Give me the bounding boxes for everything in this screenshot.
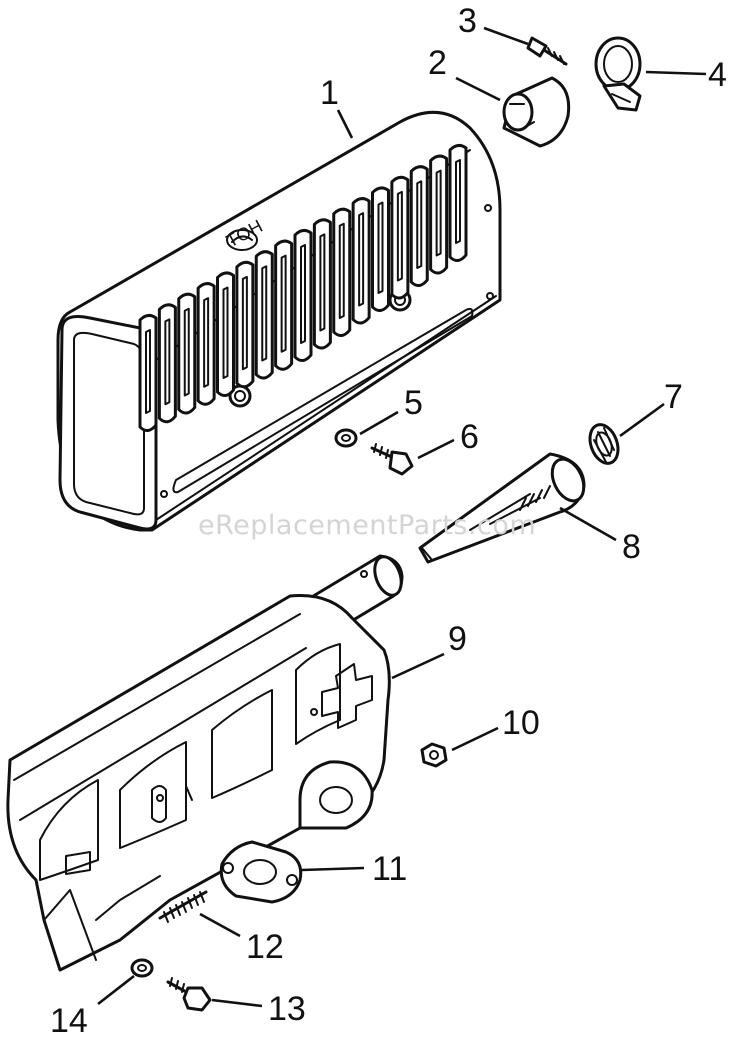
leader-lines <box>97 26 707 1008</box>
cooling-fin <box>371 186 390 312</box>
cooling-fin-slot <box>338 222 345 319</box>
part-14-washer <box>130 958 154 978</box>
cooling-fin <box>177 292 197 415</box>
callout-4: 4 <box>708 56 727 94</box>
cooling-fin <box>429 154 449 275</box>
cooling-fin <box>157 303 177 424</box>
part-4-clamp <box>594 36 642 112</box>
cooling-fin <box>390 175 410 300</box>
callout-6: 6 <box>460 418 479 456</box>
cooling-fin-slot <box>183 307 190 397</box>
part-13-bolt <box>166 977 212 1012</box>
callout-12: 12 <box>246 928 284 966</box>
cooling-fin <box>235 260 255 389</box>
part-10-nut <box>420 742 448 768</box>
callout-1: 1 <box>320 74 339 112</box>
cooling-fin-slot <box>222 286 229 379</box>
cooling-fin-slot <box>241 275 248 371</box>
callout-7: 7 <box>664 378 683 416</box>
part-3-screw <box>526 36 568 66</box>
cooling-fin-slot <box>377 201 384 294</box>
watermark: eReplacementParts.com <box>198 510 536 541</box>
part-7-screen <box>588 423 620 465</box>
callout-8: 8 <box>622 528 641 566</box>
part-2-sleeve <box>502 76 571 148</box>
cooling-fin <box>216 271 235 397</box>
cooling-fin <box>448 143 468 262</box>
callout-14: 14 <box>50 1002 88 1040</box>
cooling-fin <box>254 250 274 380</box>
part-9-muffler <box>6 554 404 972</box>
cooling-fin <box>332 207 352 337</box>
cooling-fin <box>293 228 313 362</box>
cooling-fin-slot <box>435 169 442 257</box>
cooling-fin-slot <box>319 233 326 332</box>
cooling-fin <box>351 197 371 325</box>
callout-5: 5 <box>404 384 423 422</box>
cooling-fin-slot <box>280 254 287 353</box>
cooling-fin-slot <box>358 212 365 307</box>
cooling-fin <box>312 218 332 350</box>
part-6-screw <box>370 443 414 476</box>
cooling-fin <box>274 239 294 371</box>
callout-9: 9 <box>448 620 467 658</box>
cooling-fin-slot <box>145 329 151 414</box>
cooling-fin-slot <box>164 318 171 406</box>
callout-2: 2 <box>428 44 447 82</box>
cooling-fin-slot <box>455 159 461 244</box>
cooling-fin-slot <box>261 265 268 362</box>
callout-13: 13 <box>268 990 306 1028</box>
part-1-heat-shield: HOT <box>56 110 502 532</box>
cooling-fins <box>138 143 468 432</box>
callout-10: 10 <box>502 704 540 742</box>
cooling-fin <box>196 282 216 406</box>
cooling-fin-slot <box>416 180 423 269</box>
part-8-spark-arrestor <box>418 452 586 564</box>
cooling-fin-slot <box>203 297 210 388</box>
cooling-fin <box>409 165 429 287</box>
callout-numbers: 1 2 3 4 5 6 7 8 9 10 11 12 13 14 <box>50 2 727 1040</box>
callout-3: 3 <box>458 2 477 40</box>
part-5-washer <box>334 428 358 448</box>
cooling-fin-slot <box>396 190 403 282</box>
part-12-stud <box>158 890 208 923</box>
cooling-fin-slot <box>300 244 306 344</box>
callout-11: 11 <box>372 850 407 888</box>
part-11-gasket <box>219 840 303 904</box>
cooling-fin <box>138 313 158 432</box>
